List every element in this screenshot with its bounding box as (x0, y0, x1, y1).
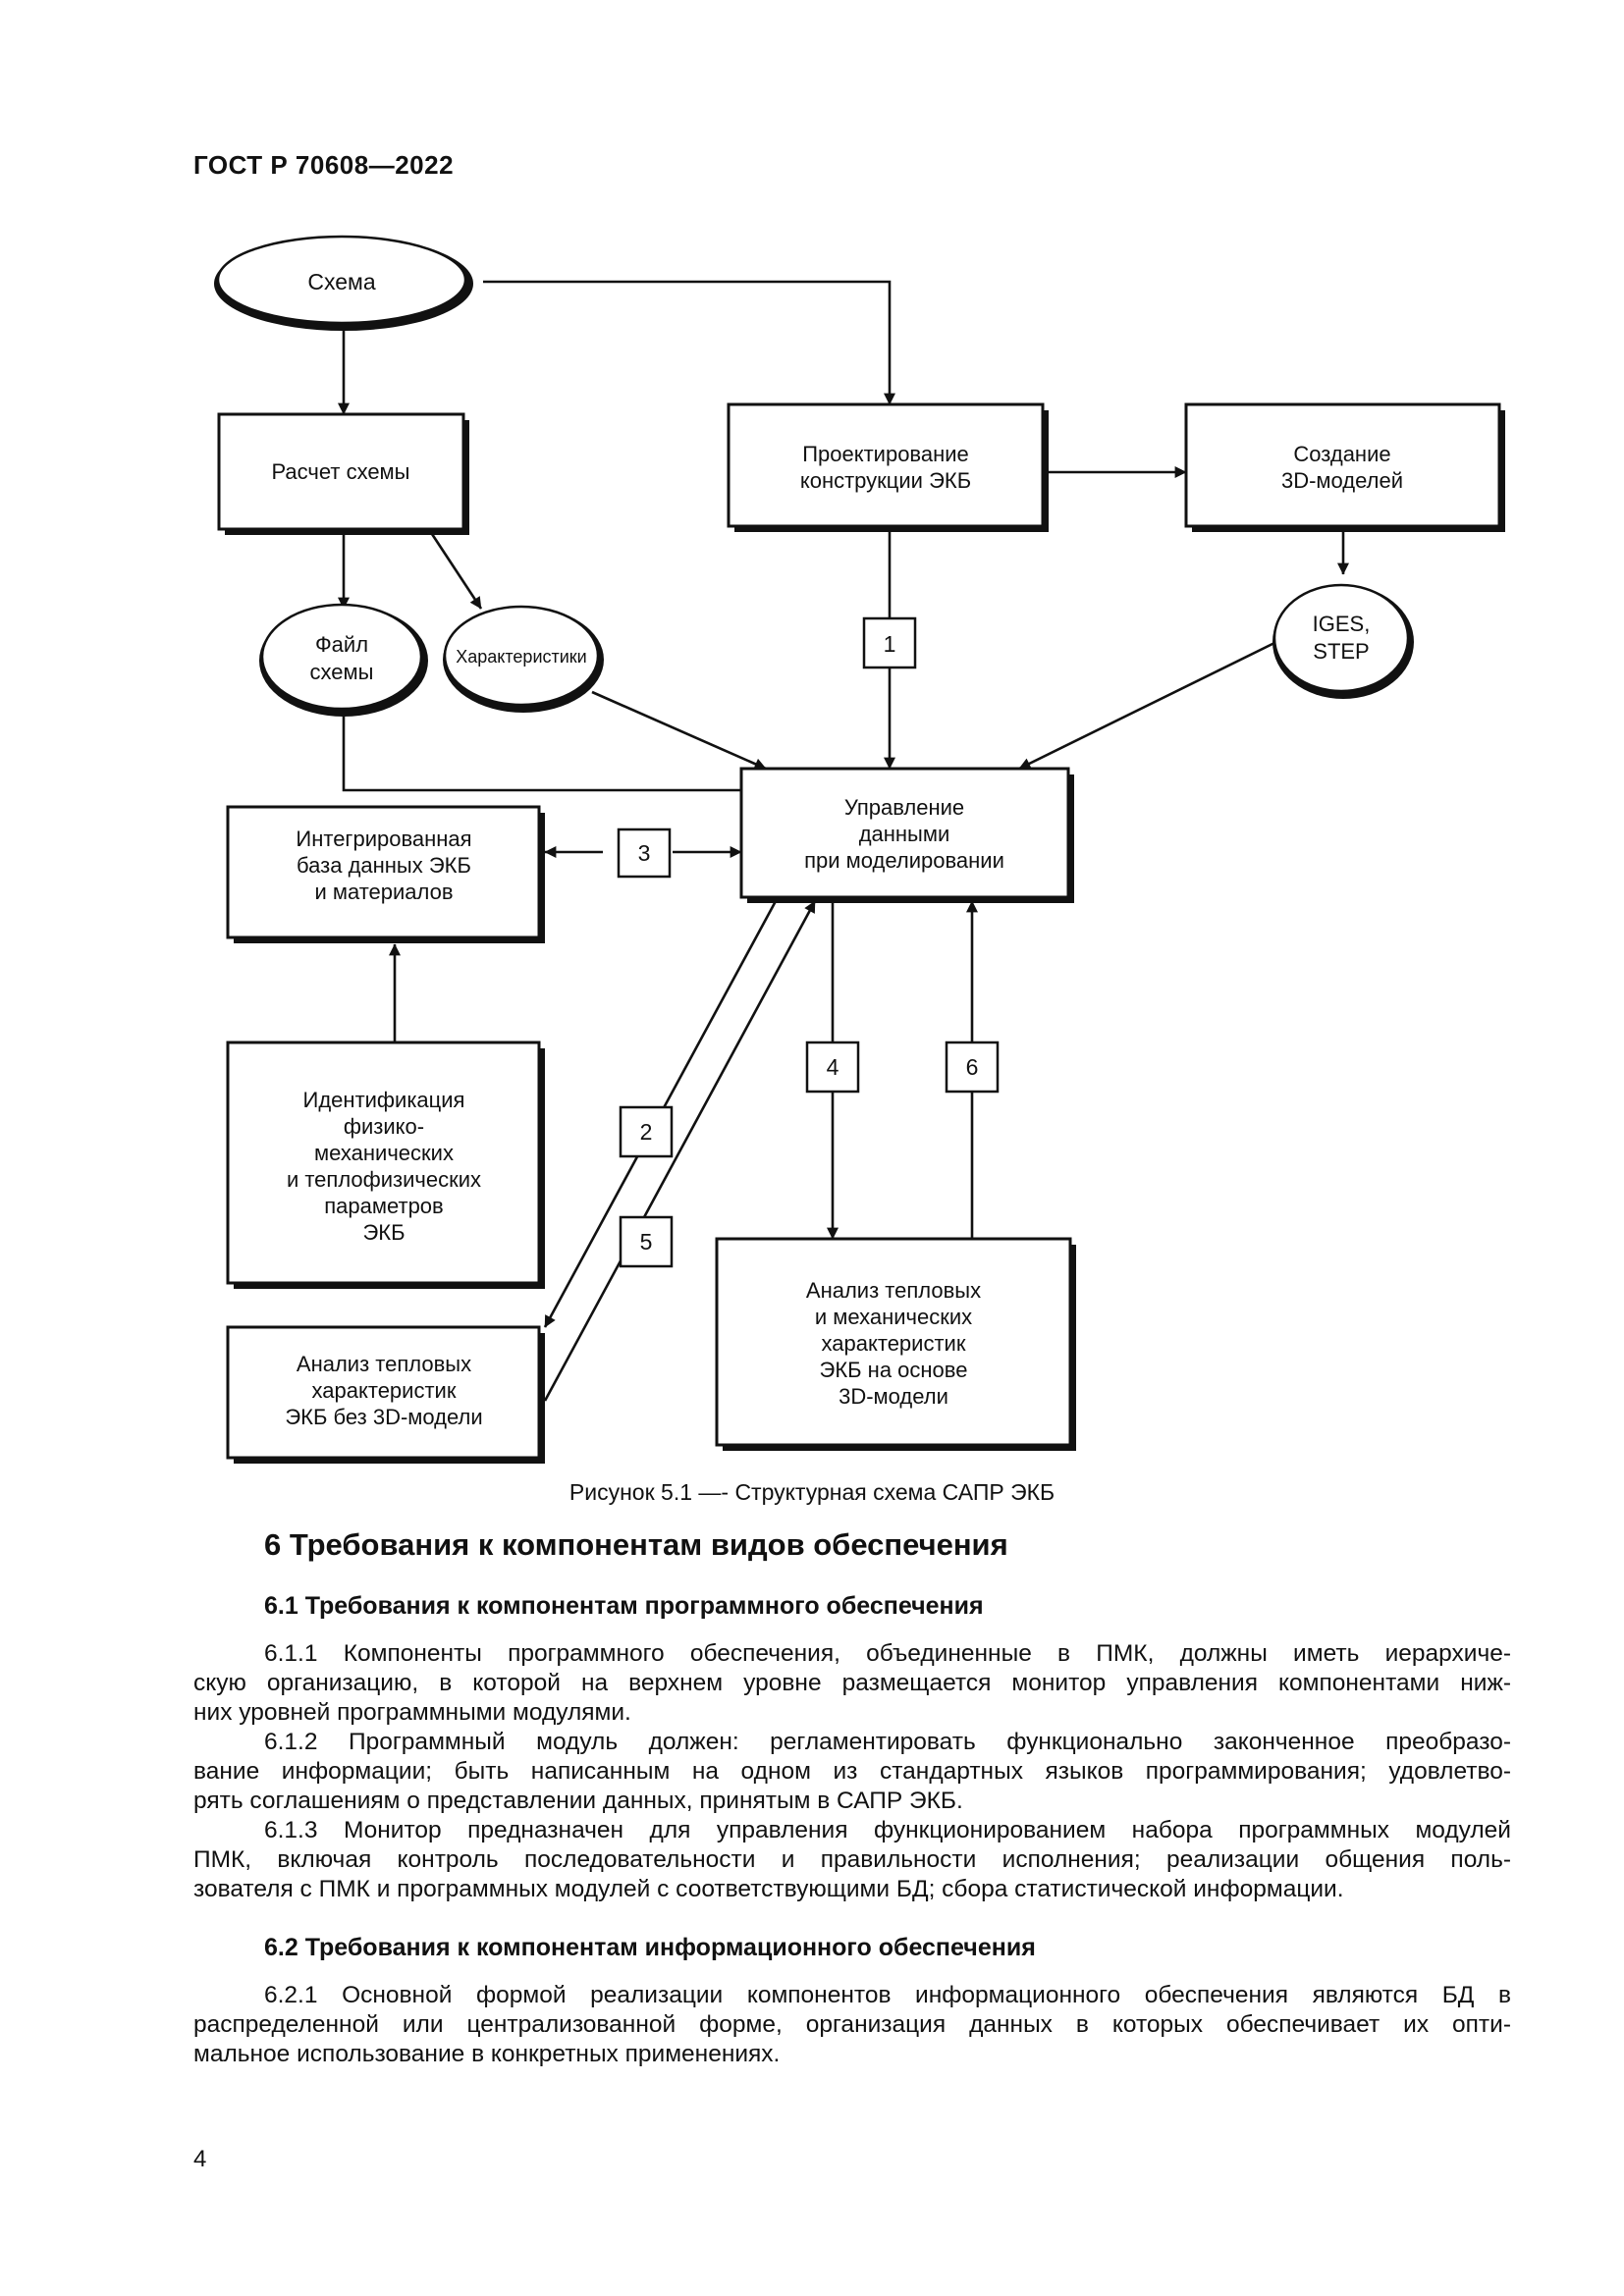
paragraph-line: скую организацию, в которой на верхнем у… (193, 1670, 1511, 1696)
node-thermal2d: Анализ тепловых характеристик ЭКБ без 3D… (226, 1325, 545, 1464)
node-ident-line5: параметров (324, 1194, 443, 1218)
document-header: ГОСТ Р 70608—2022 (193, 150, 455, 180)
label-5: 5 (619, 1215, 674, 1268)
subsection-6-1-title: 6.1 Требования к компонентам программног… (264, 1592, 984, 1620)
label-2-text: 2 (640, 1119, 653, 1145)
paragraph-line: рять соглашениям о представлении данных,… (193, 1788, 963, 1814)
node-file: Файл схемы (259, 603, 428, 717)
page-number: 4 (193, 2146, 207, 2172)
paragraph-6-1-3: 6.1.3 Монитор предназначен для управлени… (193, 1816, 1511, 1904)
paragraph-6-1-2: 6.1.2 Программный модуль должен: регламе… (193, 1728, 1511, 1816)
node-chars: Характеристики (443, 605, 604, 713)
arrow-iges-to-mgmt (1018, 641, 1275, 771)
node-calc: Расчет схемы (217, 412, 469, 535)
node-create3d: Создание 3D-моделей (1184, 402, 1505, 532)
node-thermal3d-line1: Анализ тепловых (806, 1278, 981, 1303)
node-schema: Схема (214, 235, 473, 331)
paragraph-6-1-1: 6.1.1 Компоненты программного обеспечени… (193, 1639, 1511, 1728)
node-thermal3d-line5: 3D-модели (839, 1384, 948, 1409)
label-6-text: 6 (966, 1054, 979, 1080)
node-mgmt-line1: Управление (844, 795, 964, 820)
label-3-text: 3 (638, 840, 651, 866)
section-title: 6 Требования к компонентам видов обеспеч… (264, 1527, 1008, 1562)
node-iges: IGES, STEP (1272, 583, 1414, 699)
paragraph-line: 6.1.1 Компоненты программного обеспечени… (264, 1640, 1511, 1667)
paragraph-line: них уровней программными модулями. (193, 1699, 631, 1726)
node-mgmt-line3: при моделировании (804, 848, 1004, 873)
paragraph-6-2-1: 6.2.1 Основной формой реализации компоне… (193, 1981, 1511, 2069)
node-design: Проектирование конструкции ЭКБ (727, 402, 1049, 532)
node-db-line1: Интегрированная (296, 827, 471, 851)
label-6: 6 (945, 1041, 1000, 1094)
node-design-line1: Проектирование (802, 442, 969, 466)
node-chars-text: Характеристики (456, 647, 586, 667)
paragraph-line: мальное использование в конкретных приме… (193, 2041, 781, 2067)
node-thermal3d-line4: ЭКБ на основе (820, 1358, 968, 1382)
node-mgmt-line2: данными (859, 822, 950, 846)
node-ident: Идентификация физико- механических и теп… (226, 1041, 545, 1289)
node-iges-line1: IGES, (1313, 612, 1371, 636)
arrow-schema-to-design (483, 280, 895, 405)
node-mgmt: Управление данными при моделировании (739, 767, 1074, 903)
paragraph-line: зователя с ПМК и программных модулей с с… (193, 1876, 1344, 1902)
label-5-text: 5 (640, 1229, 653, 1255)
label-1-text: 1 (884, 631, 896, 657)
node-schema-text: Схема (307, 269, 375, 294)
label-4-text: 4 (827, 1054, 839, 1080)
node-ident-line6: ЭКБ (362, 1220, 405, 1245)
node-ident-line4: и теплофизических (287, 1167, 481, 1192)
label-2: 2 (619, 1105, 674, 1158)
node-db-line2: база данных ЭКБ (297, 853, 471, 878)
label-1: 1 (862, 616, 917, 669)
arrow-calc-to-chars (428, 530, 483, 610)
node-thermal3d-line2: и механических (815, 1305, 972, 1329)
node-create3d-line1: Создание (1293, 442, 1390, 466)
node-thermal2d-line1: Анализ тепловых (297, 1352, 471, 1376)
paragraph-line: 6.1.2 Программный модуль должен: регламе… (264, 1729, 1511, 1755)
arrow-thermal2d-to-mgmt (543, 900, 817, 1402)
node-file-line2: схемы (310, 660, 374, 684)
node-ident-line2: физико- (344, 1114, 424, 1139)
paragraph-line: распределенной или централизованной форм… (193, 2011, 1511, 2038)
label-3: 3 (617, 828, 672, 879)
paragraph-line: ПМК, включая контроль последовательности… (193, 1846, 1511, 1873)
paragraph-line: 6.1.3 Монитор предназначен для управлени… (264, 1817, 1511, 1843)
node-thermal3d-line3: характеристик (822, 1331, 966, 1356)
node-iges-line2: STEP (1313, 639, 1369, 664)
node-file-line1: Файл (315, 632, 368, 657)
arrow-file-to-mgmt (342, 705, 757, 796)
node-thermal2d-line2: характеристик (312, 1378, 457, 1403)
node-thermal2d-line3: ЭКБ без 3D-модели (285, 1405, 482, 1429)
paragraph-line: вание информации; быть написанным на одн… (193, 1758, 1511, 1785)
arrow-chars-to-mgmt (591, 690, 767, 771)
node-db-line3: и материалов (314, 880, 453, 904)
structure-diagram: Схема Файл схемы Характеристики IGES, ST… (214, 235, 1505, 1464)
subsection-6-2-title: 6.2 Требования к компонентам информацион… (264, 1934, 1036, 1961)
node-ident-line3: механических (314, 1141, 454, 1165)
node-calc-text: Расчет схемы (271, 459, 409, 484)
node-design-line2: конструкции ЭКБ (800, 468, 971, 493)
paragraph-line: 6.2.1 Основной формой реализации компоне… (264, 1982, 1511, 2008)
node-db: Интегрированная база данных ЭКБ и матери… (226, 805, 545, 943)
node-thermal3d: Анализ тепловых и механических характери… (715, 1237, 1076, 1451)
label-4: 4 (805, 1041, 860, 1094)
node-ident-line1: Идентификация (303, 1088, 465, 1112)
figure-caption: Рисунок 5.1 —- Структурная схема САПР ЭК… (568, 1479, 1056, 1505)
node-create3d-line2: 3D-моделей (1281, 468, 1403, 493)
